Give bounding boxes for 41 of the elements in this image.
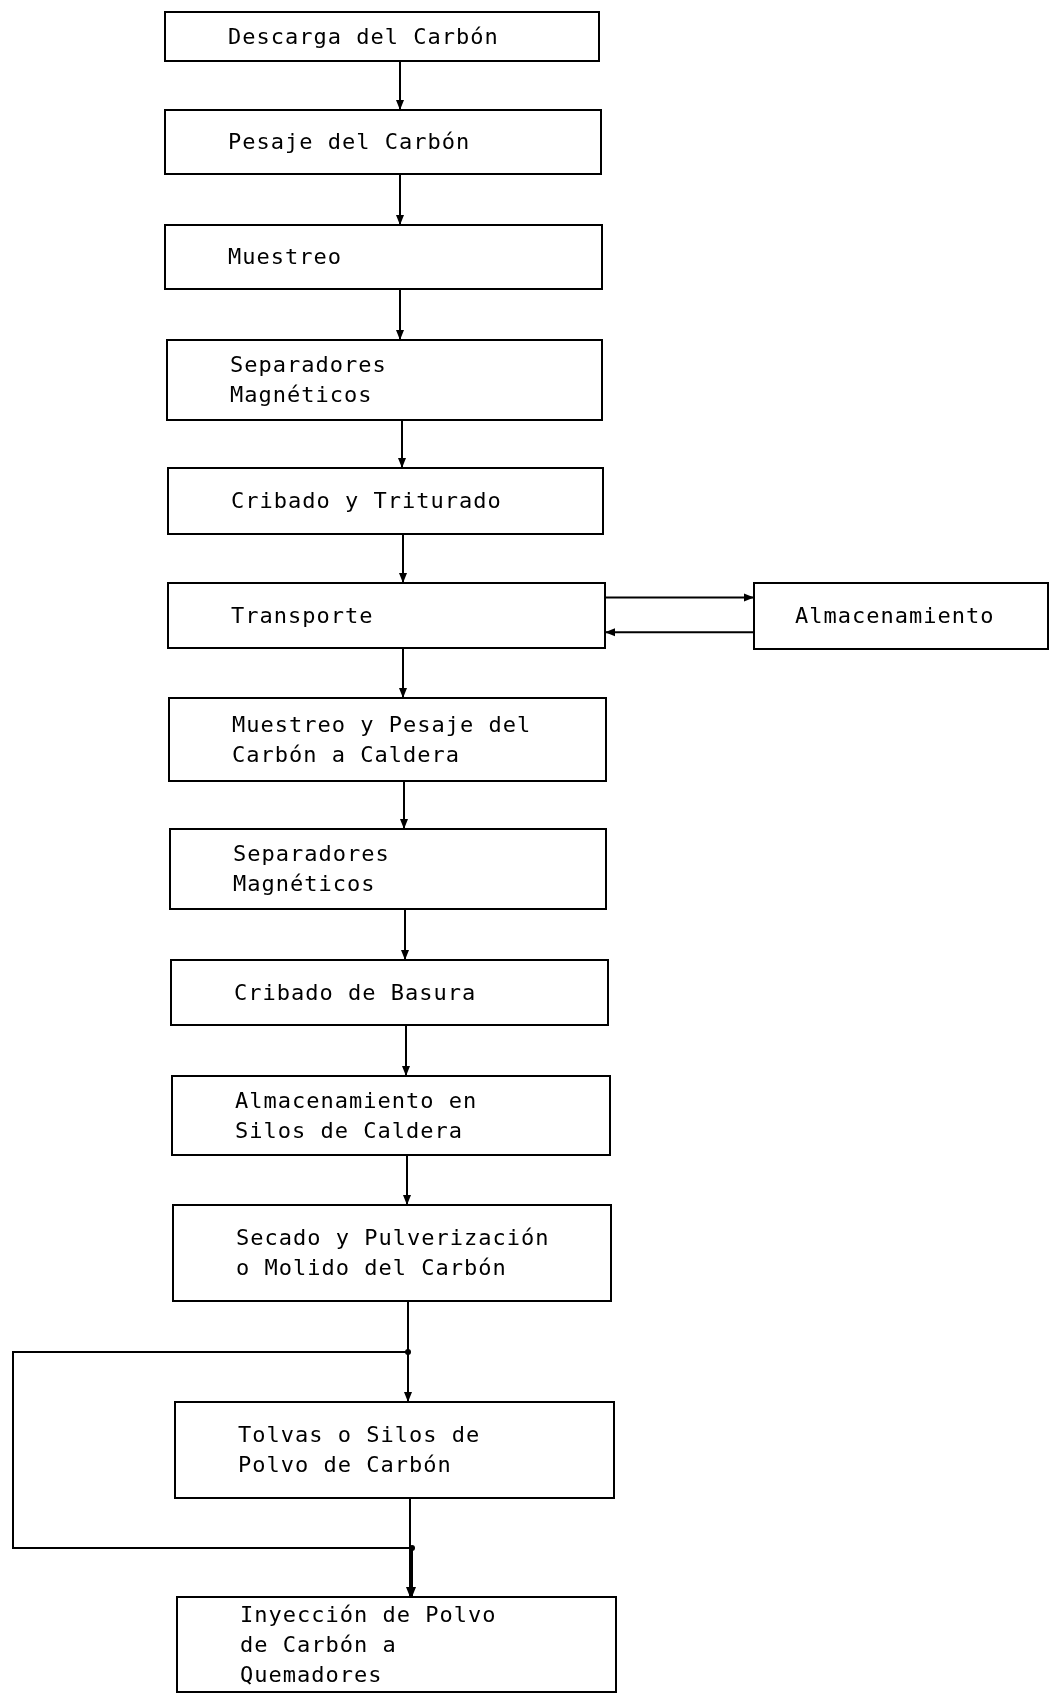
arrow (605, 628, 754, 637)
process-box (164, 11, 600, 62)
box-label: Cribado y Triturado (231, 487, 503, 515)
arrow (399, 648, 407, 698)
process-box (167, 582, 606, 649)
box-label: Almacenamiento en Silos de Caldera (235, 1086, 479, 1145)
process-box (164, 109, 602, 175)
box-label: Inyección de Polvo de Carbón a Quemadores (240, 1600, 498, 1689)
arrow (402, 1025, 410, 1076)
arrow (396, 289, 404, 340)
process-box (753, 582, 1049, 650)
process-box (167, 467, 604, 535)
arrow (396, 61, 404, 110)
process-box (170, 959, 609, 1026)
process-box (172, 1204, 612, 1302)
arrow (399, 534, 407, 583)
box-label: Pesaje del Carbón (228, 128, 472, 156)
process-box (174, 1401, 615, 1499)
box-label: Tolvas o Silos de Polvo de Carbón (238, 1421, 482, 1479)
arrow (400, 781, 408, 829)
arrow (401, 909, 409, 960)
arrow (406, 1498, 414, 1597)
box-label: Secado y Pulverización o Molido del Carbón (236, 1224, 551, 1282)
box-label: Descarga del Carbón (228, 22, 500, 51)
process-box (166, 339, 603, 421)
process-box (164, 224, 603, 290)
box-label: Separadores Magnéticos (230, 351, 388, 409)
process-box (171, 1075, 611, 1156)
process-box (168, 697, 607, 782)
box-label: Cribado de Basura (234, 978, 478, 1007)
box-label: Separadores Magnéticos (233, 840, 391, 898)
box-label: Muestreo y Pesaje del Carbón a Caldera (232, 710, 533, 769)
arrow (605, 593, 754, 602)
arrow (398, 420, 406, 468)
process-box (169, 828, 607, 910)
arrow (396, 174, 404, 225)
arrow (403, 1155, 411, 1205)
box-label: Almacenamiento (795, 602, 996, 630)
box-label: Muestreo (228, 243, 343, 271)
box-label: Transporte (231, 601, 375, 630)
process-box (176, 1596, 617, 1693)
